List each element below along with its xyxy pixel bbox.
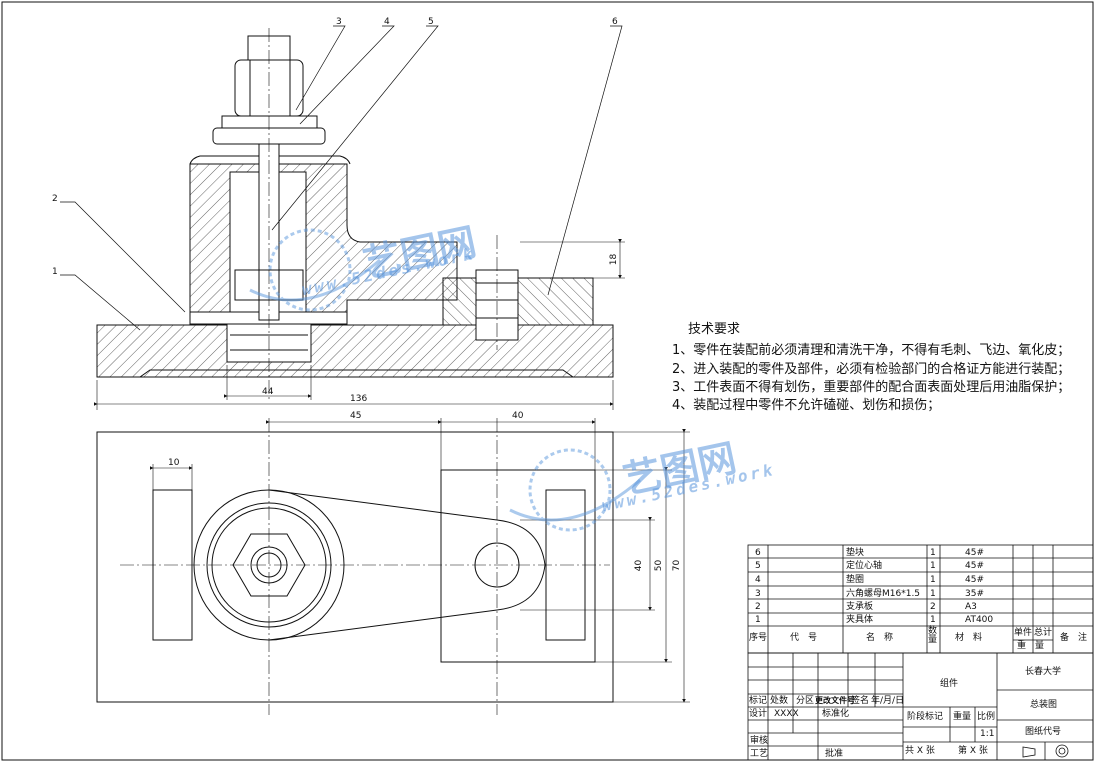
bom-cell-name: 六角螺母M16*1.5 bbox=[846, 589, 921, 599]
note-item: 1、零件在装配前必须清理和清洗干净，不得有毛刺、飞边、氧化皮； bbox=[672, 343, 1071, 358]
bom-cell-name: 垫块 bbox=[846, 548, 865, 558]
balloon-5: 5 bbox=[428, 17, 434, 27]
tb-zone: 分区 bbox=[796, 696, 815, 706]
tb-process: 工艺 bbox=[750, 749, 769, 759]
bom-cell-mat: 45# bbox=[965, 548, 984, 558]
balloon-6: 6 bbox=[612, 17, 618, 27]
tb-school: 长春大学 bbox=[1025, 667, 1062, 677]
tb-weight: 重量 bbox=[953, 712, 972, 722]
bom-cell-qty: 1 bbox=[930, 589, 936, 599]
bom-cell-mat: 35# bbox=[965, 589, 984, 599]
dim-bore: 44 bbox=[262, 387, 274, 397]
bom-cell-no: 4 bbox=[755, 575, 761, 585]
bom-cell-mat: 45# bbox=[965, 575, 984, 585]
bom-header-code: 代 号 bbox=[790, 633, 818, 643]
balloon-2: 2 bbox=[52, 194, 58, 204]
top-dimensions bbox=[150, 418, 690, 703]
bom-cell-name: 夹具体 bbox=[846, 615, 874, 625]
bom-header-mat: 材 料 bbox=[955, 633, 983, 643]
bom-cell-qty: 2 bbox=[930, 602, 936, 612]
top-base bbox=[96, 431, 614, 703]
balloon-4: 4 bbox=[384, 17, 390, 27]
bom-cell-mat: AT400 bbox=[965, 615, 994, 625]
bom-cell-name: 垫圈 bbox=[846, 575, 865, 585]
dim-left-w: 10 bbox=[168, 458, 180, 468]
tb-scale-label: 比例 bbox=[977, 712, 996, 722]
bom-cell-name: 支承板 bbox=[846, 602, 874, 612]
bom-header-qty: 数量 bbox=[928, 626, 938, 645]
bom-cell-no: 6 bbox=[755, 548, 761, 558]
base-plate bbox=[96, 324, 614, 378]
support-body-2 bbox=[189, 163, 458, 323]
tb-date: 年/月/日 bbox=[871, 696, 905, 706]
bom-cell-no: 3 bbox=[755, 589, 761, 599]
tb-design: 设计 bbox=[749, 709, 768, 719]
title-block-grid bbox=[747, 652, 1094, 761]
tb-title: 总装图 bbox=[1030, 700, 1058, 710]
bom-cell-no: 1 bbox=[755, 615, 761, 625]
note-item: 3、工件表面不得有划伤，重要部件的配合面表面处理后用油脂保护； bbox=[672, 380, 1071, 395]
bom-header-unit: 单件 bbox=[1014, 628, 1033, 638]
dim-washer-h: 18 bbox=[609, 253, 620, 266]
dim-offset-b: 40 bbox=[512, 411, 524, 421]
bom-cell-mat: A3 bbox=[965, 602, 977, 612]
top-view bbox=[96, 418, 614, 715]
bom-cell-qty: 1 bbox=[930, 561, 936, 571]
tb-sheet-no: 第 X 张 bbox=[958, 746, 988, 756]
dim-slot-h: 40 bbox=[634, 559, 645, 572]
dim-total-h: 70 bbox=[672, 559, 683, 572]
note-item: 2、进入装配的零件及部件，必须有检验部门的合格证方能进行装配； bbox=[672, 362, 1071, 377]
bom-cell-mat: 45# bbox=[965, 561, 984, 571]
tb-count: 处数 bbox=[770, 696, 789, 706]
tb-total-sheets: 共 X 张 bbox=[905, 746, 935, 756]
bom-cell-no: 5 bbox=[755, 561, 761, 571]
tb-code-label: 图纸代号 bbox=[1025, 727, 1062, 737]
tb-stage: 阶段标记 bbox=[907, 712, 944, 722]
tb-change: 更改文件号 bbox=[815, 696, 855, 705]
dim-block-h: 50 bbox=[654, 559, 665, 572]
projection-symbol bbox=[1022, 744, 1069, 758]
front-view bbox=[96, 28, 614, 400]
balloon-3: 3 bbox=[336, 17, 342, 27]
tb-scale: 1:1 bbox=[980, 729, 995, 739]
tb-group: 组件 bbox=[940, 679, 959, 689]
bom-header-weight: 重 量 bbox=[1017, 641, 1045, 651]
tb-mark: 标记 bbox=[749, 696, 768, 706]
watermark-globe bbox=[249, 228, 641, 532]
tb-approve: 批准 bbox=[825, 749, 844, 759]
tb-review: 审核 bbox=[750, 736, 769, 746]
dim-front-width: 136 bbox=[350, 394, 368, 404]
balloon-leaders bbox=[60, 25, 623, 331]
bom-cell-no: 2 bbox=[755, 602, 761, 612]
tb-designer: XXXX bbox=[774, 709, 799, 719]
bom-cell-qty: 1 bbox=[930, 575, 936, 585]
notes-title: 技术要求 bbox=[688, 322, 741, 337]
bom-header-name: 名 称 bbox=[866, 633, 894, 643]
dim-offset-a: 45 bbox=[350, 411, 362, 421]
note-item: 4、装配过程中零件不允许磕碰、划伤和损伤； bbox=[672, 398, 941, 413]
bom-header-no: 序号 bbox=[749, 633, 768, 643]
tb-standard: 标准化 bbox=[822, 709, 850, 719]
bom-cell-qty: 1 bbox=[930, 548, 936, 558]
bom-cell-qty: 1 bbox=[930, 615, 936, 625]
bom-header-total: 总计 bbox=[1034, 628, 1053, 638]
balloon-1: 1 bbox=[52, 267, 58, 277]
bom-header-note: 备 注 bbox=[1060, 633, 1088, 643]
tb-sign: 签名 bbox=[851, 696, 870, 706]
front-dimensions bbox=[94, 239, 625, 410]
bom-cell-name: 定位心轴 bbox=[846, 561, 883, 571]
